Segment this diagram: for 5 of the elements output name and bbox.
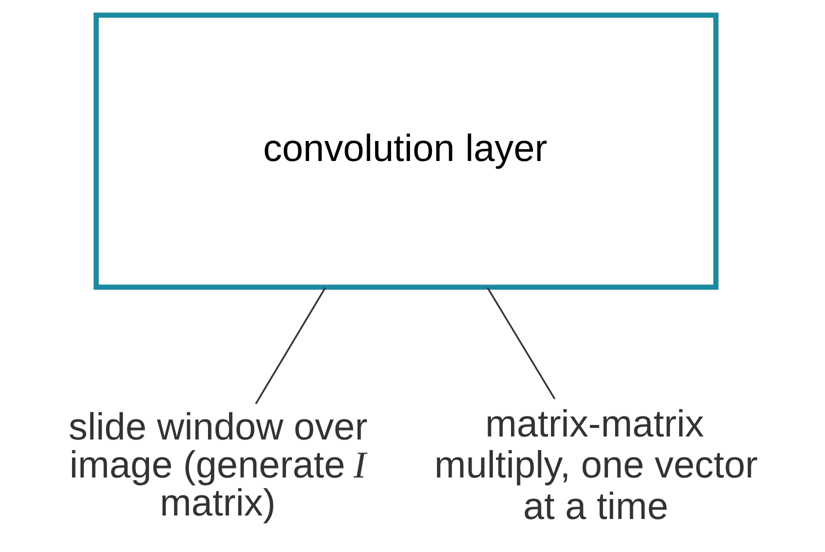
connector: [255, 287, 326, 404]
connector: [486, 287, 556, 400]
node-text: slide window over image (generate I matrix): [68, 406, 368, 524]
node-text: matrix-matrix multiply, one vector at a time: [434, 403, 758, 528]
node-box: convolution layer: [94, 12, 718, 290]
